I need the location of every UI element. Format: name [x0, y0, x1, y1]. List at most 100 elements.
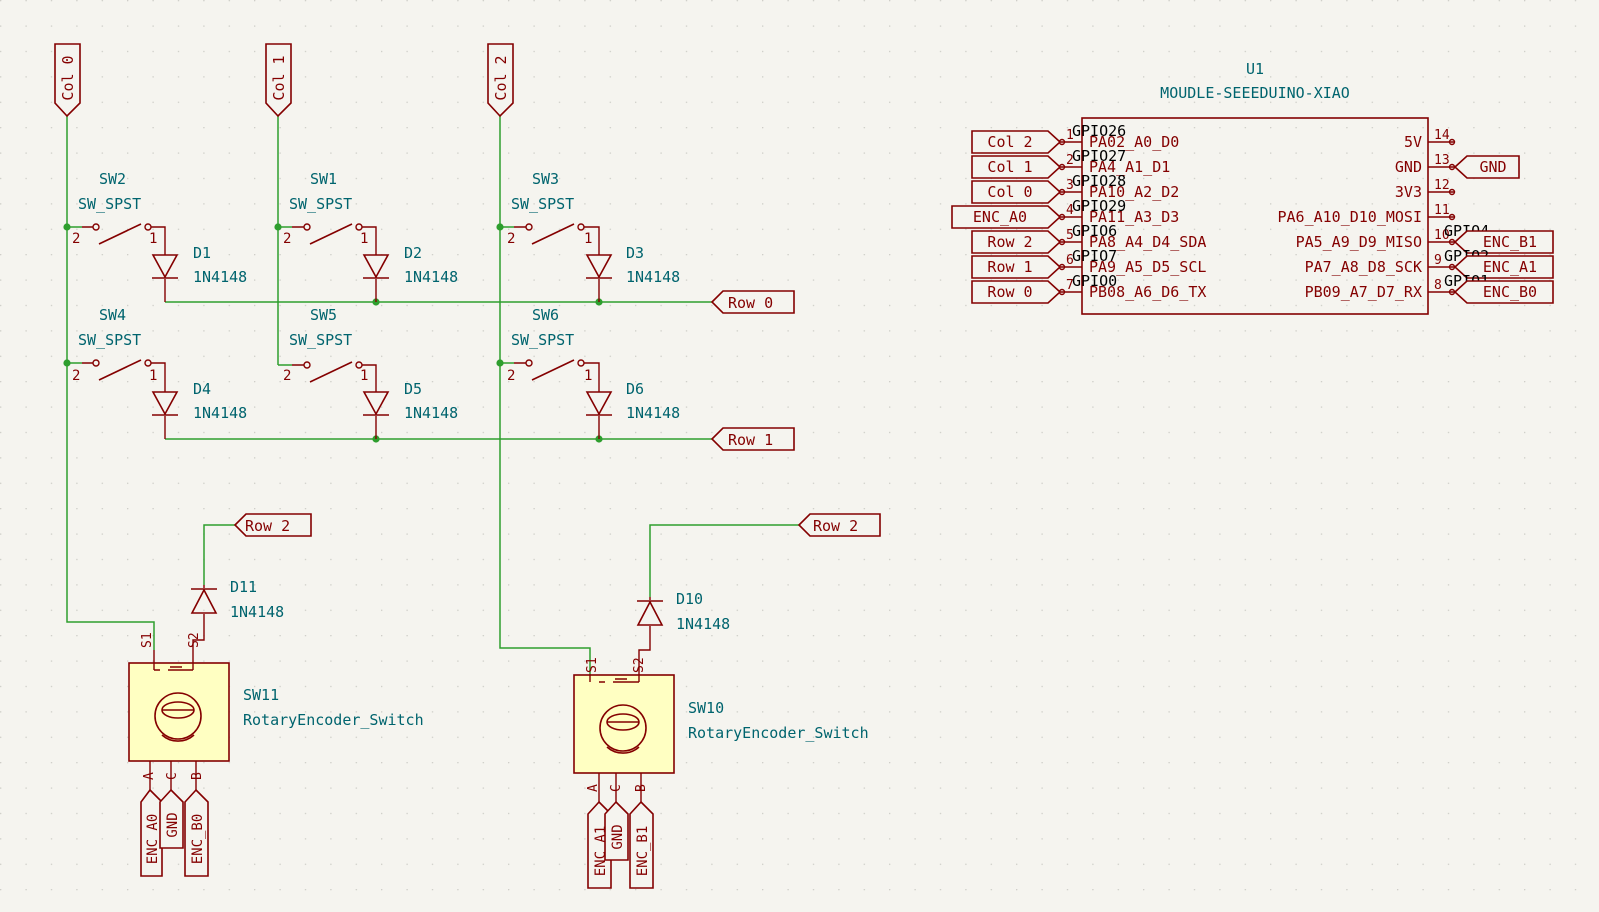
row-label-text: Row 1 — [728, 431, 773, 449]
mcu-gpio-label: GPIO6 — [1072, 222, 1117, 240]
mcu-pin-name: PA9_A5_D5_SCL — [1089, 258, 1206, 276]
switch-sw3[interactable]: SW3 SW_SPST 2 1 — [507, 170, 600, 252]
encoder-sw10[interactable]: S1 S2 A C B SW10 RotaryEncoder_Switch — [573, 657, 869, 802]
junction-dot — [496, 359, 504, 367]
net-label-text: ENC_A1 — [1483, 258, 1537, 276]
switch-sw1[interactable]: SW1 SW_SPST 2 1 — [283, 170, 377, 252]
col-label-text: Col 2 — [492, 55, 510, 100]
col-label-2[interactable]: Col 2 — [487, 43, 514, 118]
switch-pin-number: 2 — [283, 368, 291, 384]
switch-value: SW_SPST — [78, 331, 141, 349]
row-label-1[interactable]: Row 1 — [710, 427, 795, 451]
diode-d1[interactable]: D1 1N4148 — [151, 244, 247, 302]
mcu-ref: U1 — [1246, 60, 1264, 78]
row-label-0[interactable]: Row 0 — [710, 290, 795, 314]
switch-ref: SW2 — [99, 170, 126, 188]
switch-pin-number: 1 — [360, 368, 368, 384]
net-label-flag — [1453, 280, 1554, 304]
mcu-gpio-label: GPIO28 — [1072, 172, 1126, 190]
wire-row2-d10[interactable] — [649, 524, 799, 597]
col-label-1[interactable]: Col 1 — [265, 43, 292, 118]
mcu-gpio-label: GPIO29 — [1072, 197, 1126, 215]
mcu-pin-number: 13 — [1434, 153, 1450, 168]
encoder-pin-name: A — [142, 772, 157, 780]
row-label-2-right[interactable]: Row 2 — [797, 513, 881, 537]
switch-value: SW_SPST — [511, 331, 574, 349]
switch-pin-number: 2 — [72, 368, 80, 384]
diode-d3[interactable]: D3 1N4148 — [585, 244, 680, 302]
diode-d11[interactable]: D11 1N4148 — [190, 578, 284, 650]
diode-ref: D4 — [193, 380, 211, 398]
mcu-pin-number: 3 — [1066, 178, 1074, 193]
diode-value: 1N4148 — [626, 268, 680, 286]
diode-d6[interactable]: D6 1N4148 — [585, 380, 680, 439]
diode-d5[interactable]: D5 1N4148 — [362, 380, 458, 439]
row-label-2-left[interactable]: Row 2 — [233, 513, 312, 537]
switch-value: SW_SPST — [289, 331, 352, 349]
wire-col-2[interactable] — [499, 116, 591, 674]
net-label-flag — [971, 155, 1062, 179]
switch-ref: SW4 — [99, 306, 126, 324]
mcu-pin-number: 7 — [1066, 278, 1074, 293]
net-label-text: Row 2 — [987, 233, 1032, 251]
net-label-flag — [971, 230, 1062, 254]
mcu-pin-name: PA8_A4_D4_SDA — [1089, 233, 1206, 251]
switch-sw2[interactable]: SW2 SW_SPST 2 1 — [72, 170, 166, 252]
net-label-flag — [971, 280, 1062, 304]
net-label-enc-b0[interactable]: ENC_B0 — [184, 788, 209, 877]
diode-value: 1N4148 — [193, 404, 247, 422]
net-label-enc-a0[interactable]: ENC_A0 — [140, 788, 163, 877]
col-label-0[interactable]: Col 0 — [54, 43, 81, 118]
net-label-gnd-encoder[interactable]: GND — [604, 800, 629, 861]
net-label-text: ENC_B1 — [1483, 233, 1537, 251]
net-label-flag — [971, 180, 1062, 204]
net-label-flag — [971, 255, 1062, 279]
mcu-pin-name: PA5_A9_D9_MISO — [1296, 233, 1422, 251]
diode-ref: D2 — [404, 244, 422, 262]
encoder-pin-name: S2 — [632, 657, 647, 673]
switch-pin-number: 2 — [507, 368, 515, 384]
switch-value: SW_SPST — [289, 195, 352, 213]
switch-sw4[interactable]: SW4 SW_SPST 2 1 — [72, 306, 166, 389]
wire-row2-d11[interactable] — [203, 524, 235, 585]
mcu-pin-name: PA11_A3_D3 — [1089, 208, 1179, 226]
switch-sw6[interactable]: SW6 SW_SPST 2 1 — [507, 306, 600, 389]
wire-col-0[interactable] — [66, 116, 155, 650]
switch-sw5[interactable]: SW5 SW_SPST 2 1 — [283, 306, 377, 389]
net-label-text: Col 1 — [987, 158, 1032, 176]
encoder-sw11[interactable]: S1 S2 A C B SW11 RotaryEncoder_Switch — [128, 632, 424, 790]
net-label-enc-b1[interactable]: ENC_B1 — [629, 800, 654, 889]
net-label-text: ENC_B1 — [635, 826, 651, 877]
net-label-gnd-encoder[interactable]: GND — [159, 788, 184, 849]
net-label-text: ENC_B0 — [1483, 283, 1537, 301]
diode-d4[interactable]: D4 1N4148 — [151, 380, 247, 439]
mcu-pin-name: GND — [1395, 158, 1422, 176]
diode-d10[interactable]: D10 1N4148 — [636, 590, 730, 674]
diode-value: 1N4148 — [626, 404, 680, 422]
diode-ref: D5 — [404, 380, 422, 398]
encoder-ref: SW10 — [688, 699, 724, 717]
net-label-flag — [951, 205, 1062, 229]
diode-d2[interactable]: D2 1N4148 — [362, 244, 458, 302]
net-label-flag — [1453, 230, 1554, 254]
diode-value: 1N4148 — [193, 268, 247, 286]
switch-ref: SW3 — [532, 170, 559, 188]
switch-value: SW_SPST — [78, 195, 141, 213]
encoder-pin-name: S1 — [585, 657, 600, 673]
